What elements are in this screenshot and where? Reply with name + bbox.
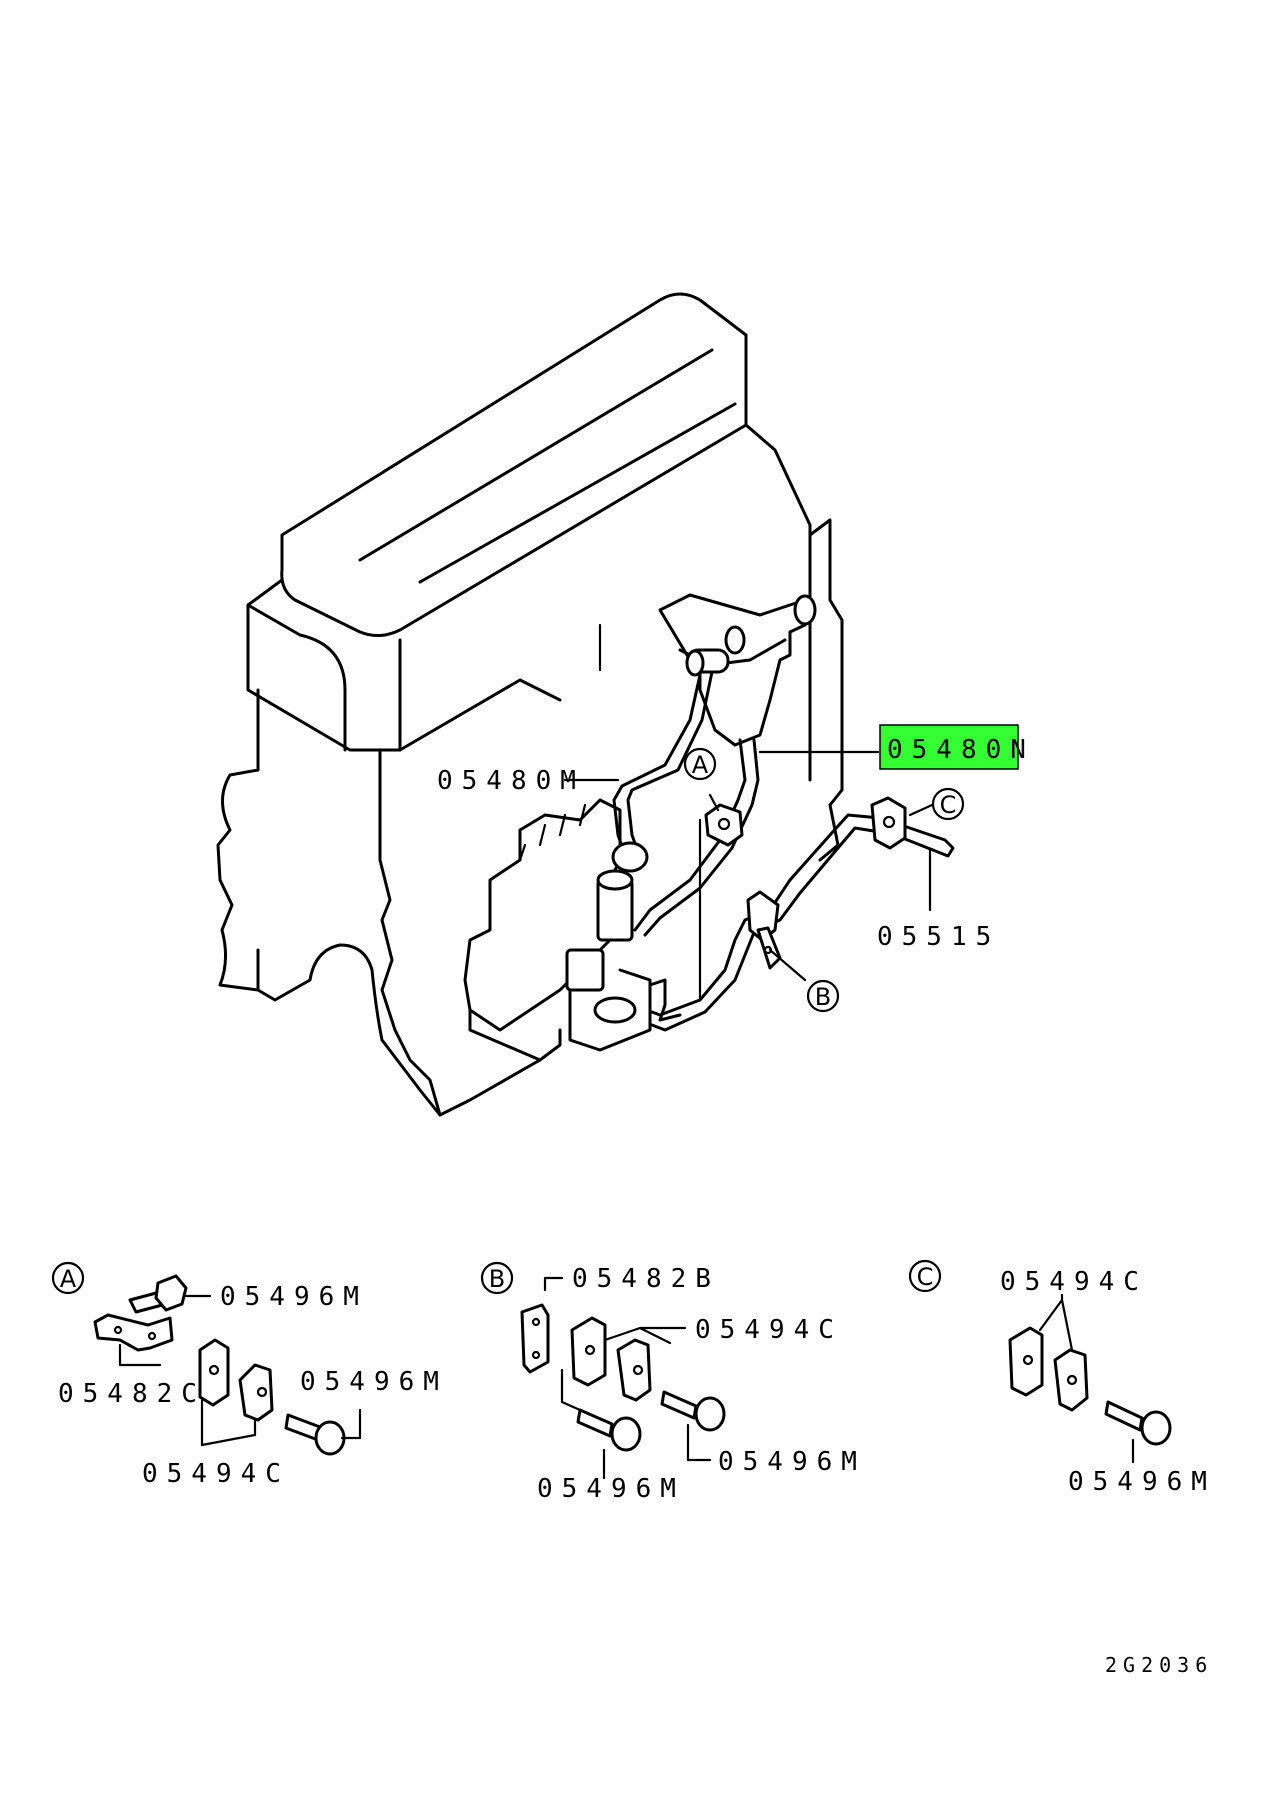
detail-b-05496M-bottom: 05496M <box>537 1474 685 1504</box>
detail-a-05482C: 05482C <box>58 1379 206 1409</box>
svg-text:A: A <box>692 751 709 779</box>
detail-a-05496M-top: 05496M <box>220 1282 368 1312</box>
svg-text:A: A <box>60 1265 77 1293</box>
detail-b-05496M-right: 05496M <box>718 1447 866 1477</box>
diagram-code: 2G2036 <box>1105 1653 1213 1677</box>
detail-b-05494C: 05494C <box>695 1315 843 1345</box>
detail-b-05482B: 05482B <box>572 1264 720 1294</box>
fuel-filter <box>658 593 817 747</box>
detail-c-05496M: 05496M <box>1068 1467 1216 1497</box>
svg-text:B: B <box>815 983 831 1011</box>
marker-c-main: C <box>931 787 965 821</box>
detail-b: B <box>480 1261 726 1480</box>
main-leader-lines <box>563 750 934 982</box>
svg-text:C: C <box>940 791 957 819</box>
detail-a: A <box>51 1261 362 1456</box>
callout-05480M: 05480M <box>437 766 585 796</box>
callout-05480N[interactable]: 05480N <box>887 735 1035 765</box>
detail-a-05494C: 05494C <box>142 1459 290 1489</box>
marker-b-detail: B <box>480 1261 514 1295</box>
detail-a-05496M-right: 05496M <box>300 1367 448 1397</box>
pipe-clamps <box>704 796 907 970</box>
marker-c-detail: C <box>908 1259 942 1293</box>
detail-c: C <box>908 1259 1172 1464</box>
svg-text:C: C <box>917 1263 934 1291</box>
marker-a-main: A <box>683 747 717 781</box>
svg-text:B: B <box>489 1265 505 1293</box>
marker-b-main: B <box>806 979 840 1013</box>
engine-block <box>216 292 844 1117</box>
marker-a-detail: A <box>51 1261 85 1295</box>
callout-highlight-box <box>879 724 1019 770</box>
callout-05515: 05515 <box>877 922 1000 952</box>
detail-c-05494C: 05494C <box>1000 1267 1148 1297</box>
